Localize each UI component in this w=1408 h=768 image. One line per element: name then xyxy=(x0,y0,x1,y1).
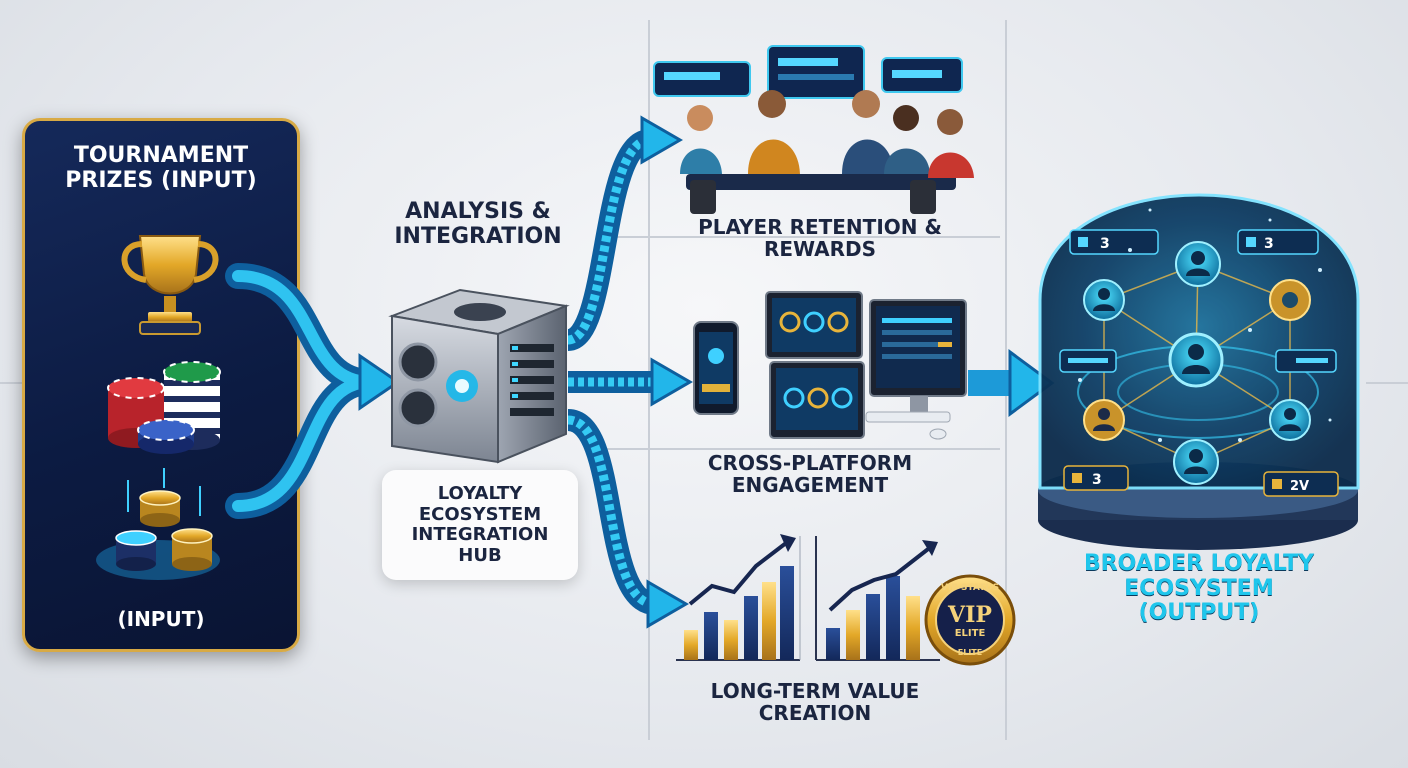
vip-badge-icon: VIP STATUS VIP ELITE ELITE xyxy=(924,574,1016,666)
cross-platform-illustration xyxy=(693,291,967,440)
ecosystem-card-4-value: 2V xyxy=(1290,479,1309,494)
flow-to-ecosystem xyxy=(968,349,1055,417)
ecosystem-card-mid-left xyxy=(1059,349,1117,373)
bar-chart-icon xyxy=(676,534,801,661)
gold-coins-icon xyxy=(96,468,220,580)
ecosystem-card-3-value: 3 xyxy=(1092,472,1102,488)
ecosystem-card-1: 3 xyxy=(1069,229,1159,255)
analysis-integration-label: ANALYSIS & INTEGRATION xyxy=(394,199,562,249)
input-panel-bottom-label: (INPUT) xyxy=(117,607,205,631)
ecosystem-card-mid-right xyxy=(1275,349,1337,373)
bg-horizontal-line-4 xyxy=(1366,382,1408,384)
ecosystem-label: BROADER LOYALTY ECOSYSTEM (OUTPUT) xyxy=(1083,551,1315,626)
ecosystem-card-4: 2V xyxy=(1263,471,1339,497)
vip-badge-main: VIP xyxy=(947,602,992,628)
flow-hub-to-outputs xyxy=(565,115,693,629)
cross-platform-label: CROSS-PLATFORM ENGAGEMENT xyxy=(707,451,913,498)
vip-badge-sub: ELITE xyxy=(955,628,986,639)
trophy-icon xyxy=(121,235,219,335)
bg-horizontal-line-3 xyxy=(0,382,22,384)
player-retention-label: PLAYER RETENTION & REWARDS xyxy=(698,215,942,262)
poker-chips-icon xyxy=(107,361,221,454)
ecosystem-dome: 3 3 3 2V xyxy=(1038,193,1360,550)
ecosystem-card-3: 3 xyxy=(1063,465,1129,491)
ecosystem-card-1-value: 3 xyxy=(1100,236,1110,252)
input-panel-title: TOURNAMENT PRIZES (INPUT) xyxy=(65,143,257,194)
bg-horizontal-line-1 xyxy=(600,236,1000,238)
bg-horizontal-line-2 xyxy=(600,448,1000,450)
input-panel: TOURNAMENT PRIZES (INPUT) (INPUT) xyxy=(22,118,300,652)
hub-label: LOYALTY ECOSYSTEM INTEGRATION HUB xyxy=(411,483,549,567)
server-cube-icon xyxy=(388,288,570,464)
hub-card: LOYALTY ECOSYSTEM INTEGRATION HUB xyxy=(382,470,578,580)
long-term-value-label: LONG-TERM VALUE CREATION xyxy=(710,679,920,726)
vip-badge-top: VIP STATUS xyxy=(941,583,999,593)
bar-chart-icon-2 xyxy=(815,536,940,661)
vip-badge-bottom: ELITE xyxy=(958,648,982,657)
user-icon xyxy=(1175,241,1221,287)
ecosystem-card-2: 3 xyxy=(1237,229,1319,255)
arrow-head-hub xyxy=(358,353,401,411)
ecosystem-card-2-value: 3 xyxy=(1264,236,1274,252)
player-retention-illustration xyxy=(653,45,974,214)
flow-input-to-hub xyxy=(225,263,401,519)
